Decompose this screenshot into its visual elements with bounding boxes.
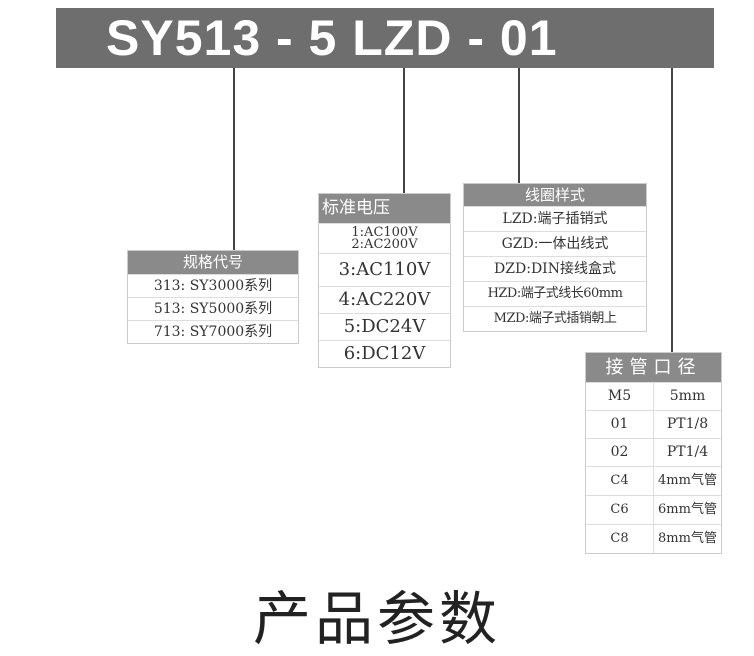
port-size: PT1/4	[666, 444, 709, 460]
coil-row: LZD:端子插销式	[464, 206, 646, 231]
port-row: 02 PT1/4	[586, 438, 721, 466]
port-row: M5 5mm	[586, 382, 721, 410]
port-size: 5mm	[669, 388, 706, 404]
coil-row: MZD:端子式插销朝上	[464, 306, 646, 331]
port-table: 接管口径 M5 5mm 01 PT1/8 02 PT1/4 C4 4mm气管 C6 6mm…	[585, 352, 722, 554]
port-row: 01 PT1/8	[586, 410, 721, 438]
connector-line-port	[671, 68, 673, 352]
port-code: C6	[586, 496, 654, 524]
coil-table: 线圈样式 LZD:端子插销式 GZD:一体出线式 DZD:DIN接线盒式 HZD…	[463, 183, 647, 332]
port-size: 8mm气管	[658, 531, 717, 546]
port-code: 01	[586, 411, 654, 438]
spec-row: 313: SY3000系列	[128, 274, 298, 297]
coil-row: GZD:一体出线式	[464, 231, 646, 256]
voltage-header: 标准电压	[319, 194, 450, 223]
coil-row: DZD:DIN接线盒式	[464, 256, 646, 281]
port-row: C8 8mm气管	[586, 524, 721, 553]
port-code: C8	[586, 525, 654, 553]
voltage-row: 5:DC24V	[319, 313, 450, 340]
spec-row: 513: SY5000系列	[128, 297, 298, 320]
port-size: 6mm气管	[658, 502, 717, 517]
voltage-table: 标准电压 1:AC100V 2:AC200V 3:AC110V 4:AC220V…	[318, 193, 451, 368]
port-size: PT1/8	[666, 416, 709, 432]
coil-row: HZD:端子式线长60mm	[464, 281, 646, 306]
voltage-row: 3:AC110V	[319, 253, 450, 286]
port-code: M5	[586, 383, 654, 410]
port-header: 接管口径	[586, 353, 721, 382]
connector-line-spec	[233, 68, 235, 250]
voltage-row: 4:AC220V	[319, 286, 450, 313]
port-row: C4 4mm气管	[586, 466, 721, 495]
voltage-row: 6:DC12V	[319, 340, 450, 367]
spec-header: 规格代号	[128, 251, 298, 274]
port-code: 02	[586, 439, 654, 466]
page-title: 产品参数	[252, 585, 501, 653]
coil-header: 线圈样式	[464, 184, 646, 206]
port-size: 4mm气管	[658, 473, 717, 488]
model-code-banner: SY513 - 5 LZD - 01	[56, 8, 714, 68]
connector-line-coil	[518, 68, 520, 183]
port-code: C4	[586, 467, 654, 495]
port-row: C6 6mm气管	[586, 495, 721, 524]
spec-row: 713: SY7000系列	[128, 320, 298, 343]
connector-line-voltage	[403, 68, 405, 193]
spec-table: 规格代号 313: SY3000系列 513: SY5000系列 713: SY…	[127, 250, 299, 344]
voltage-row: 1:AC100V 2:AC200V	[319, 223, 450, 253]
voltage-option: 1:AC100V	[351, 225, 418, 240]
voltage-option: 2:AC200V	[351, 237, 418, 252]
